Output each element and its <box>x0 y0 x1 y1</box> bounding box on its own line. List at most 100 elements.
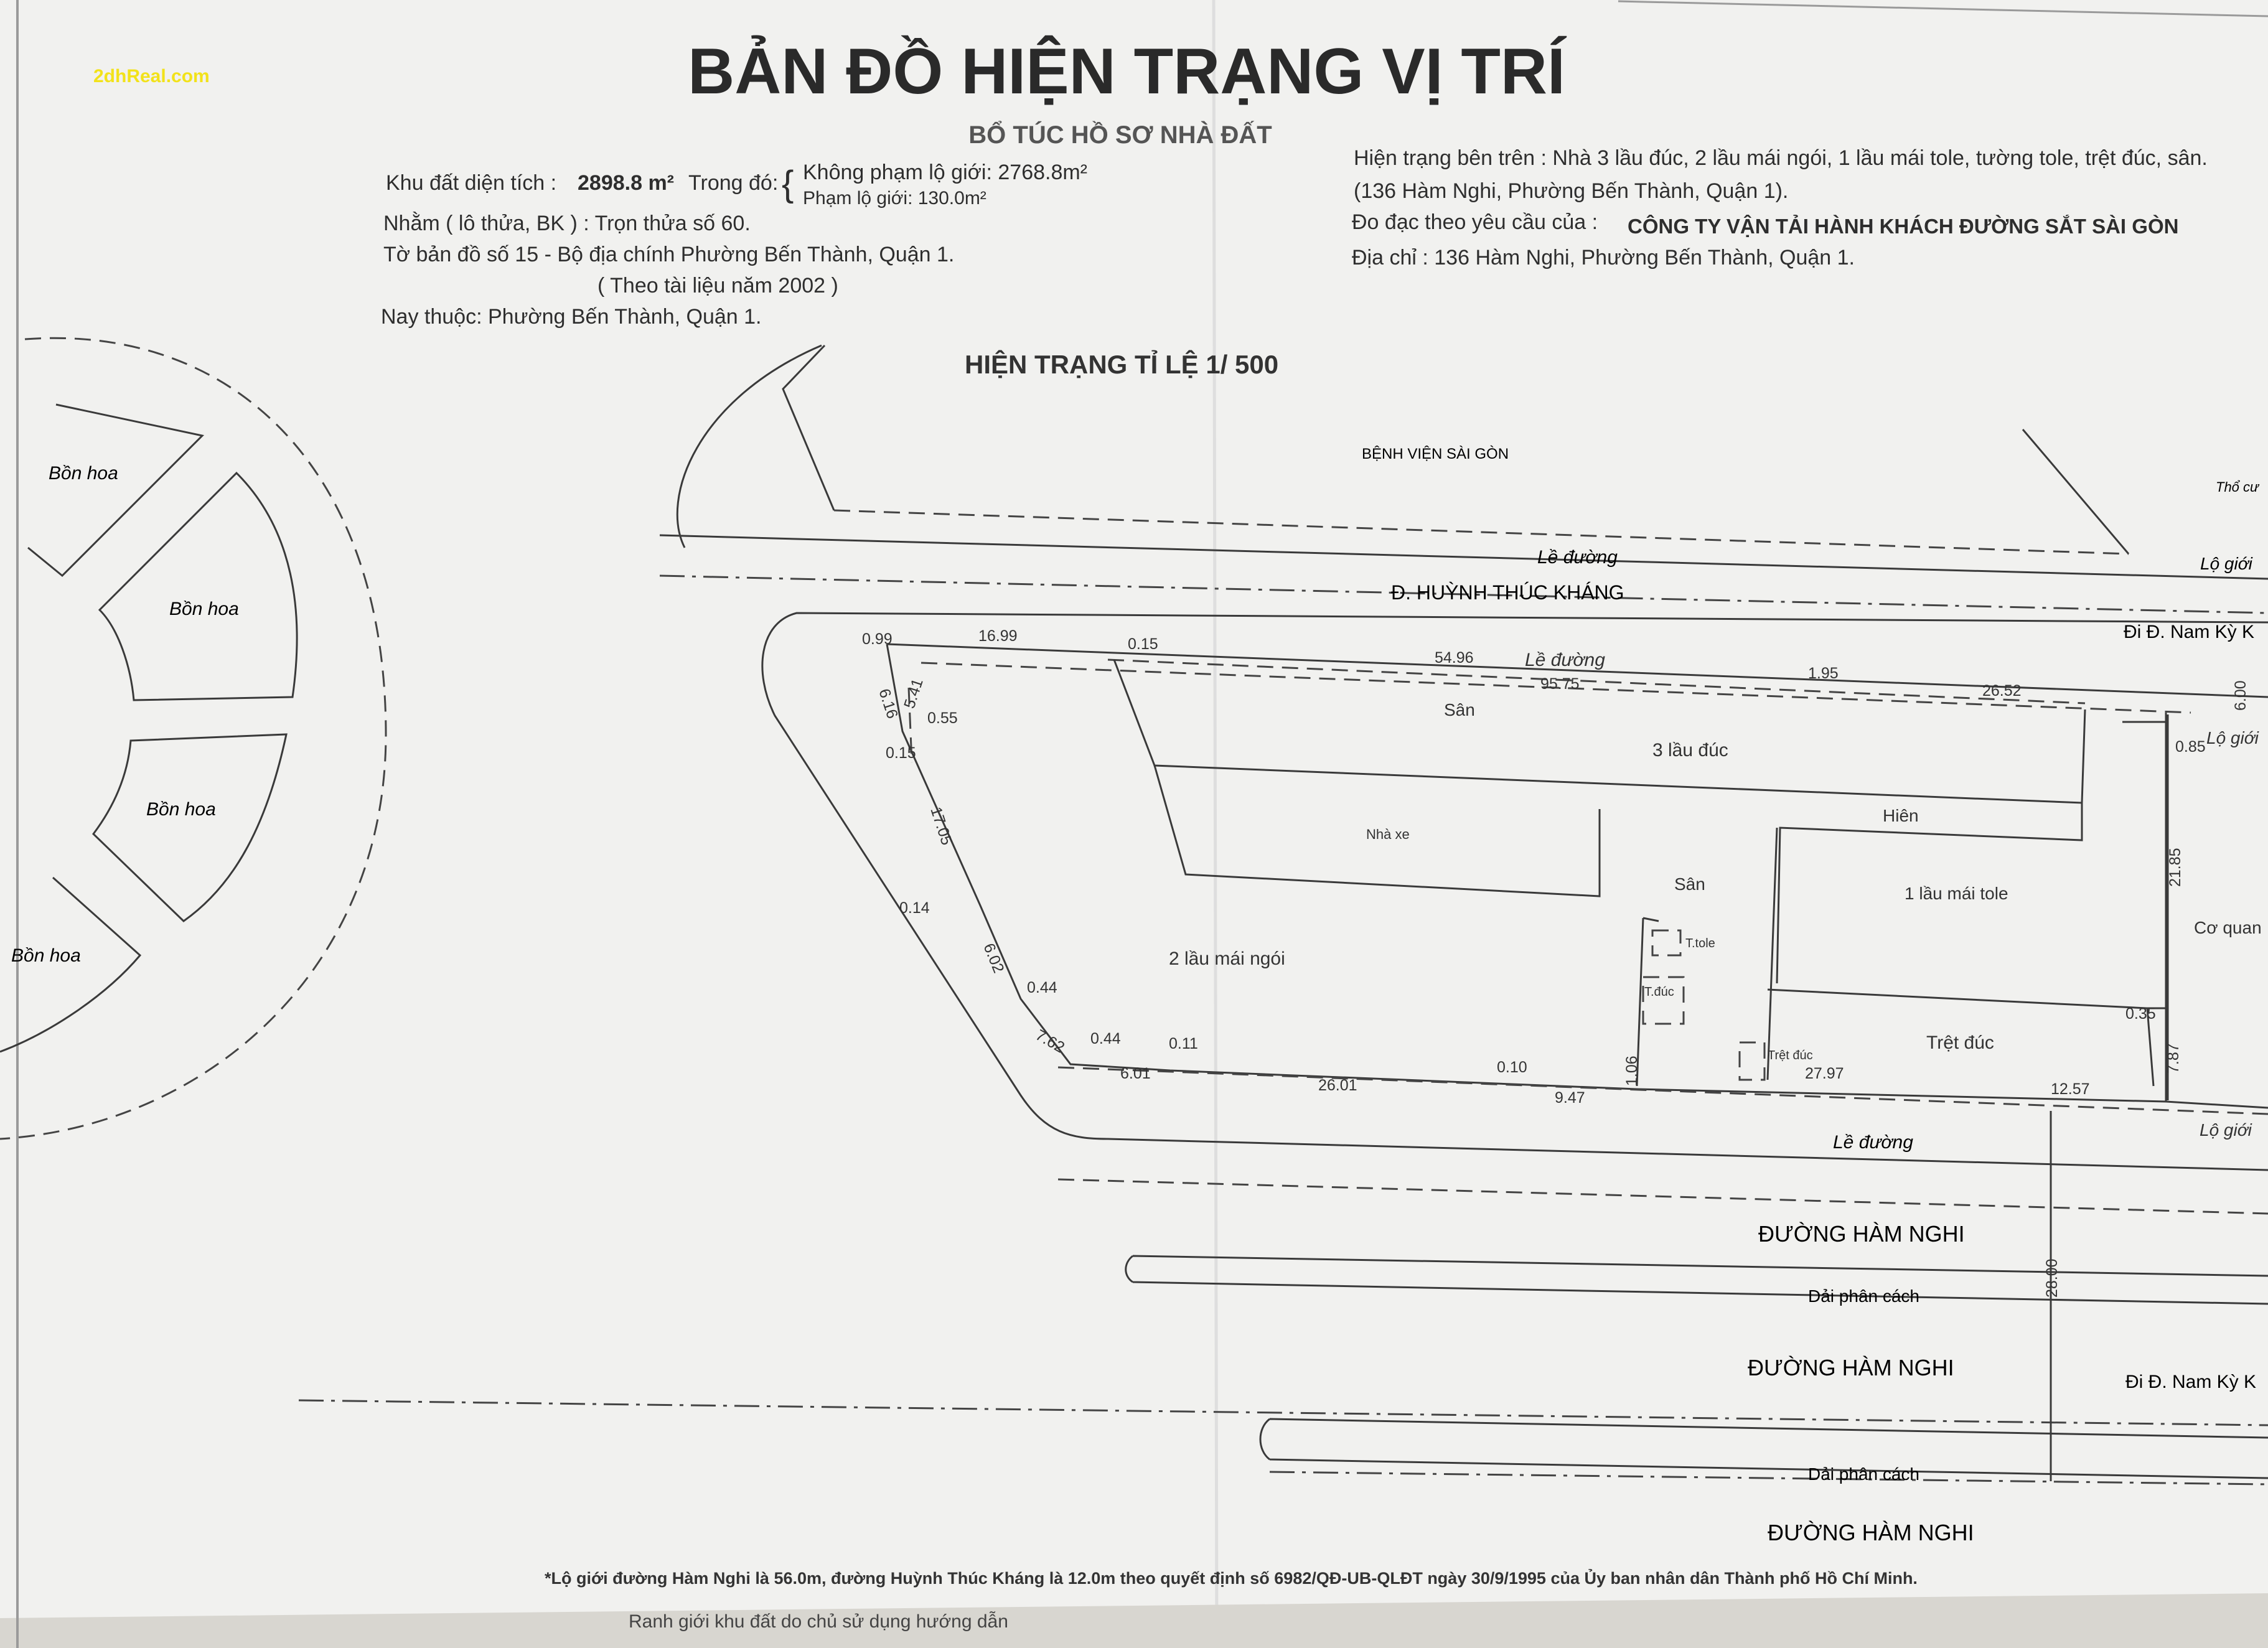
label-tret-duc-small: Trệt đúc <box>1768 1049 1813 1062</box>
tret-duc-small-box <box>1738 1041 1766 1081</box>
top-road-area: BỆNH VIỆN SÀI GÒN Thổ cư Lề đường Lộ giớ… <box>659 344 2268 642</box>
khong-pham-lo-gioi: Không phạm lộ giới: 2768.8m² <box>803 161 1087 184</box>
lo-gioi-line-south <box>1057 1066 2268 1115</box>
document-year-line: ( Theo tài liệu năm 2002 ) <box>597 274 838 297</box>
dim-26-01: 26.01 <box>1318 1077 1357 1094</box>
median-strip-2 <box>1259 1418 2268 1479</box>
label-2-lau-mai-ngoi: 2 lầu mái ngói <box>1169 948 1285 969</box>
dim-9-47: 9.47 <box>1555 1089 1585 1107</box>
median-strip-1 <box>1125 1255 2268 1305</box>
hospital-curve <box>676 344 822 548</box>
lot-info-line: Nhằm ( lô thửa, BK ) : Trọn thửa số 60. <box>383 212 751 235</box>
pham-lo-gioi: Phạm lộ giới: 130.0m² <box>803 188 986 208</box>
paper-top-edge <box>1618 0 2268 17</box>
flower-bed-3 <box>92 733 288 922</box>
label-di-nam-ky-bottom: Đi Đ. Nam Kỳ K <box>2125 1372 2256 1392</box>
building-1-lau-tole-west <box>1766 827 1778 1080</box>
flower-bed-4 <box>0 876 142 1053</box>
median-strip-2-center <box>1269 1471 2268 1486</box>
label-t-duc: T.đúc <box>1644 985 1674 999</box>
flower-bed-label-3: Bồn hoa <box>146 799 216 820</box>
surveyed-for-company: CÔNG TY VẬN TẢI HÀNH KHÁCH ĐƯỜNG SẮT SÀI… <box>1628 214 2178 238</box>
label-co-quan: Cơ quan <box>2194 918 2262 937</box>
dim-0-15-b: 0.15 <box>886 744 916 762</box>
t-duc-box <box>1642 976 1685 1025</box>
brace-symbol: { <box>782 164 794 204</box>
dim-12-57: 12.57 <box>2051 1080 2090 1098</box>
huynh-thuc-khang-label: Đ. HUỲNH THÚC KHÁNG <box>1391 581 1624 604</box>
ham-nghi-sidewalk-line <box>1057 1178 2268 1215</box>
footnote-text: *Lộ giới đường Hàm Nghi là 56.0m, đường … <box>545 1568 1918 1588</box>
dim-1-06: 1.06 <box>1623 1056 1641 1086</box>
ham-nghi-centerline <box>298 1399 2268 1426</box>
flower-bed-label-2: Bồn hoa <box>169 599 239 619</box>
sidewalk-line-inside <box>1107 658 2086 705</box>
company-address-line: Địa chỉ : 136 Hàm Nghi, Phường Bến Thành… <box>1352 246 1855 269</box>
dim-0-15-a: 0.15 <box>1128 635 1158 653</box>
label-t-tole: T.tole <box>1685 937 1715 950</box>
label-le-duong-inner: Lề đường <box>1525 650 1605 670</box>
current-ward-line: Nay thuộc: Phường Bến Thành, Quận 1. <box>381 305 762 329</box>
map-title: BẢN ĐỒ HIỆN TRẠNG VỊ TRÍ <box>688 35 1567 108</box>
map-sheet-line: Tờ bản đồ số 15 - Bộ địa chính Phường Bế… <box>383 243 954 266</box>
parcel-south-west-edge <box>886 644 2268 1109</box>
flower-bed-label-1: Bồn hoa <box>49 463 118 484</box>
tho-cu-boundary <box>2022 429 2130 555</box>
sidewalk-label-top: Lề đường <box>1537 547 1618 568</box>
buildings <box>1113 659 2166 1087</box>
dim-54-96: 54.96 <box>1435 649 1474 667</box>
top-sidewalk-line <box>659 534 2268 580</box>
dim-0-10: 0.10 <box>1497 1059 1527 1076</box>
dim-0-44-b: 0.44 <box>1090 1030 1121 1047</box>
flower-bed-2 <box>98 471 298 701</box>
label-dai-phan-cach-1: Dải phân cách <box>1808 1286 1919 1306</box>
roundabout: Bồn hoa Bồn hoa Bồn hoa Bồn hoa <box>0 337 387 1140</box>
trong-do-label: Trong đó: <box>688 171 778 195</box>
flower-bed-label-4: Bồn hoa <box>11 945 81 966</box>
building-san-edge <box>1636 917 1644 1087</box>
dim-0-11: 0.11 <box>1169 1035 1198 1052</box>
building-shed-top <box>1642 917 1659 922</box>
label-ham-nghi-3: ĐƯỜNG HÀM NGHI <box>1768 1520 1974 1545</box>
footnote-text-2: Ranh giới khu đất do chủ sử dụng hướng d… <box>629 1611 1008 1632</box>
label-ham-nghi-1: ĐƯỜNG HÀM NGHI <box>1758 1221 1965 1247</box>
label-tret-duc: Trệt đúc <box>1926 1032 1994 1053</box>
hospital-sidewalk-edge <box>833 509 2129 555</box>
flower-bed-1 <box>27 403 205 578</box>
current-status-line: Hiện trạng bên trên : Nhà 3 lầu đúc, 2 l… <box>1354 146 2208 170</box>
building-labels: Sân 3 lầu đúc Nhà xe Hiên Sân 1 lầu mái … <box>1169 650 2262 1140</box>
dim-7-87: 7.87 <box>2165 1043 2182 1074</box>
info-right-block: Hiện trạng bên trên : Nhà 3 lầu đúc, 2 l… <box>1352 146 2208 269</box>
label-ham-nghi-2: ĐƯỜNG HÀM NGHI <box>1748 1355 1954 1380</box>
dim-27-97: 27.97 <box>1805 1065 1844 1082</box>
map-subtitle: BỔ TÚC HỒ SƠ NHÀ ĐẤT <box>968 119 1272 149</box>
dim-0-35: 0.35 <box>2125 1005 2156 1023</box>
label-hien: Hiên <box>1883 806 1919 825</box>
surveyed-for-label: Đo đạc theo yêu cầu của : <box>1352 210 1598 234</box>
label-lo-gioi-south: Lộ giới <box>2200 1120 2252 1140</box>
label-lo-gioi-east: Lộ giới <box>2206 728 2259 747</box>
lo-gioi-line-north <box>921 662 2191 714</box>
label-san-middle: Sân <box>1674 874 1705 894</box>
huynh-thuc-khang-centerline <box>659 574 2268 614</box>
tho-cu-label: Thổ cư <box>2216 479 2260 495</box>
ham-nghi-boulevard: Lề đường ĐƯỜNG HÀM NGHI Dải phân cách ĐƯ… <box>298 1111 2268 1545</box>
dim-26-52: 26.52 <box>1982 682 2022 700</box>
roundabout-outer-curb <box>0 337 387 1140</box>
label-3-lau-duc: 3 lầu đúc <box>1652 740 1728 761</box>
block-curb-outline <box>761 612 2268 1171</box>
lo-gioi-line-corner <box>907 687 913 763</box>
hospital-label: BỆNH VIỆN SÀI GÒN <box>1362 446 1509 462</box>
dim-0-99: 0.99 <box>862 630 893 648</box>
dim-21-85: 21.85 <box>2167 848 2184 887</box>
dim-1-95: 1.95 <box>1808 665 1839 682</box>
dim-6-01: 6.01 <box>1120 1065 1151 1082</box>
watermark-text: 2dhReal.com <box>93 66 210 87</box>
building-nha-xe <box>1153 765 1601 897</box>
dim-0-85: 0.85 <box>2175 738 2206 756</box>
info-left-block: Khu đất diện tích : 2898.8 m² Trong đó: … <box>381 161 1087 329</box>
address-note-line: (136 Hàm Nghi, Phường Bến Thành, Quận 1)… <box>1354 179 1788 203</box>
dim-0-14: 0.14 <box>899 899 930 917</box>
